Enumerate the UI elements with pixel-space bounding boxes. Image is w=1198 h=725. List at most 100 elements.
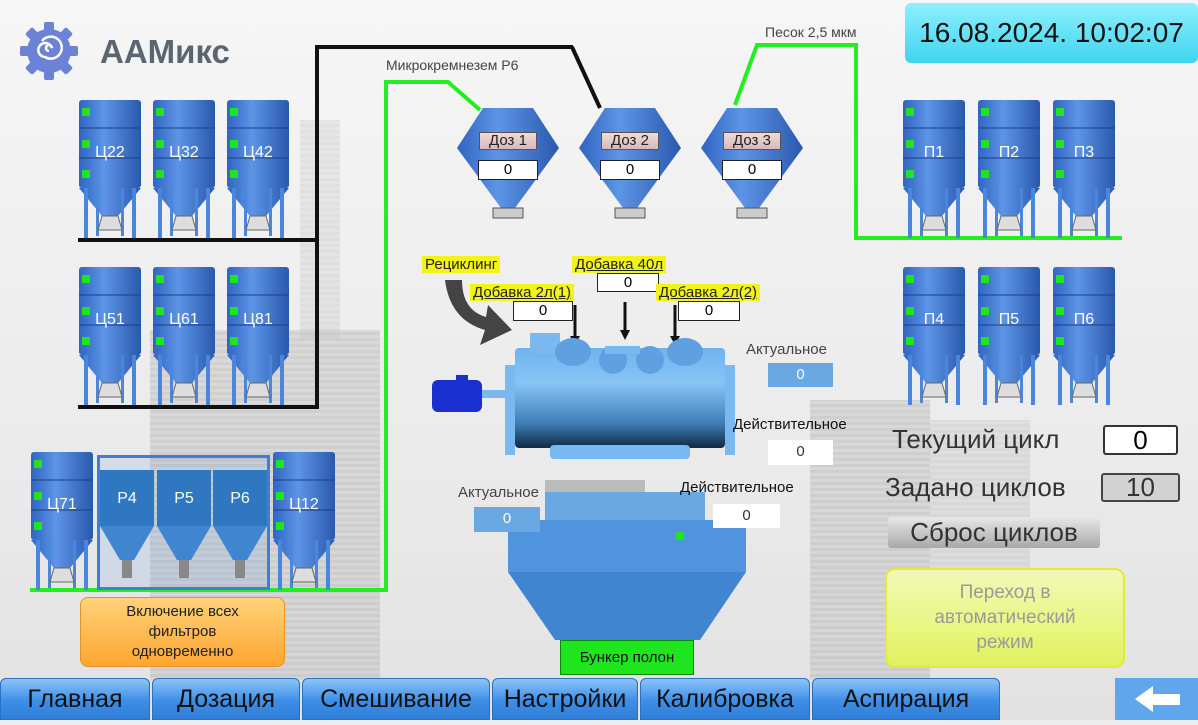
silo-r3-0[interactable]: Ц71 bbox=[30, 450, 94, 592]
level-indicator bbox=[156, 307, 164, 315]
level-indicator bbox=[230, 275, 238, 283]
level-indicator bbox=[1056, 108, 1064, 116]
filter-icon bbox=[213, 470, 267, 578]
silo-r2-0[interactable]: Ц51 bbox=[78, 265, 142, 407]
doser-value: 0 bbox=[600, 160, 660, 180]
silo-0[interactable]: Ц22 bbox=[78, 98, 142, 240]
set-cycles-label: Задано циклов bbox=[885, 472, 1066, 502]
level-indicator bbox=[230, 170, 238, 178]
nav-tab-0[interactable]: Главная bbox=[0, 678, 150, 720]
current-cycle-label: Текущий цикл bbox=[892, 424, 1060, 454]
doser-1[interactable]: Доз 1 0 bbox=[453, 108, 563, 223]
silo-p2-0[interactable]: П4 bbox=[902, 265, 966, 407]
additive-40-label[interactable]: Добавка 40л bbox=[572, 256, 667, 273]
background-crane bbox=[300, 120, 340, 340]
level-indicator bbox=[34, 522, 42, 530]
silo-icon bbox=[977, 98, 1041, 240]
level-indicator bbox=[906, 337, 914, 345]
auto-mode-button[interactable]: Переход в автоматический режим bbox=[885, 568, 1125, 668]
silo-p2-2[interactable]: П6 bbox=[1052, 265, 1116, 407]
silo-label: П1 bbox=[923, 144, 945, 161]
additive-2-1-label[interactable]: Добавка 2л(1) bbox=[470, 284, 575, 301]
mixer-actual-label: Актуальное bbox=[746, 341, 827, 358]
silo-icon bbox=[78, 265, 142, 407]
silo-label: Ц32 bbox=[169, 144, 199, 161]
level-indicator bbox=[82, 140, 90, 148]
enable-all-filters-button[interactable]: Включение всех фильтров одновременно bbox=[80, 597, 285, 667]
silo-label: Ц71 bbox=[47, 496, 77, 513]
bunker-real-value[interactable]: 0 bbox=[713, 504, 780, 528]
silo-p2[interactable]: П3 bbox=[1052, 98, 1116, 240]
set-cycles-input[interactable]: 10 bbox=[1101, 473, 1180, 502]
silo-p2-1[interactable]: П5 bbox=[977, 265, 1041, 407]
level-indicator bbox=[276, 492, 284, 500]
doser-label: Доз 1 bbox=[479, 132, 537, 150]
pipe-label-microsilica: Микрокремнезем Р6 bbox=[386, 57, 519, 73]
filter-label: Р5 bbox=[174, 490, 194, 507]
silo-platform bbox=[78, 405, 318, 409]
silo-label: П4 bbox=[923, 311, 945, 328]
recycling-label: Рециклинг bbox=[422, 256, 501, 273]
filter-0[interactable]: Р4 bbox=[100, 470, 154, 588]
level-indicator bbox=[1056, 275, 1064, 283]
doser-value: 0 bbox=[478, 160, 538, 180]
silo-r3-1[interactable]: Ц12 bbox=[272, 450, 336, 592]
level-indicator bbox=[230, 108, 238, 116]
gear-spiral-icon bbox=[20, 22, 78, 80]
silo-2[interactable]: Ц42 bbox=[226, 98, 290, 240]
silo-r2-2[interactable]: Ц81 bbox=[226, 265, 290, 407]
bunker-actual-label: Актуальное bbox=[458, 484, 539, 501]
nav-tab-3[interactable]: Настройки bbox=[492, 678, 638, 720]
silo-icon bbox=[226, 98, 290, 240]
silo-icon bbox=[1052, 265, 1116, 407]
level-indicator bbox=[981, 275, 989, 283]
silo-p0[interactable]: П1 bbox=[902, 98, 966, 240]
doser-label: Доз 3 bbox=[723, 132, 781, 150]
arrow-left-icon bbox=[1135, 686, 1180, 712]
level-indicator bbox=[82, 275, 90, 283]
filter-2[interactable]: Р6 bbox=[213, 470, 267, 588]
additive-2-2-value: 0 bbox=[678, 301, 740, 321]
doser-label: Доз 2 bbox=[601, 132, 659, 150]
nav-tab-4[interactable]: Калибровка bbox=[640, 678, 810, 720]
silo-p1[interactable]: П2 bbox=[977, 98, 1041, 240]
brand-name: ААМикс bbox=[100, 33, 230, 70]
doser-2[interactable]: Доз 2 0 bbox=[575, 108, 685, 223]
silo-label: Ц42 bbox=[243, 144, 273, 161]
silo-label: П3 bbox=[1073, 144, 1095, 161]
nav-tab-5[interactable]: Аспирация bbox=[812, 678, 1000, 720]
silo-1[interactable]: Ц32 bbox=[152, 98, 216, 240]
level-indicator bbox=[981, 307, 989, 315]
level-indicator bbox=[82, 307, 90, 315]
level-indicator bbox=[906, 275, 914, 283]
filter-icon bbox=[157, 470, 211, 578]
datetime-display: 16.08.2024. 10:02:07 bbox=[905, 3, 1198, 63]
level-indicator bbox=[82, 337, 90, 345]
silo-icon bbox=[977, 265, 1041, 407]
reset-cycles-button[interactable]: Сброс циклов bbox=[888, 517, 1100, 548]
mixer-real-value[interactable]: 0 bbox=[768, 440, 833, 465]
bunker-actual-value: 0 bbox=[474, 507, 540, 532]
level-indicator bbox=[230, 307, 238, 315]
nav-tab-1[interactable]: Дозация bbox=[152, 678, 300, 720]
silo-platform bbox=[78, 238, 318, 242]
level-indicator bbox=[906, 170, 914, 178]
additive-2-2-label[interactable]: Добавка 2л(2) bbox=[656, 284, 761, 301]
mixer-real-label: Действительное bbox=[733, 416, 847, 433]
silo-label: Ц81 bbox=[243, 311, 273, 328]
bunker-full-indicator: Бункер полон bbox=[560, 640, 694, 675]
silo-r2-1[interactable]: Ц61 bbox=[152, 265, 216, 407]
level-indicator bbox=[1056, 170, 1064, 178]
filter-1[interactable]: Р5 bbox=[157, 470, 211, 588]
silo-icon bbox=[272, 450, 336, 592]
mixer-actual-value: 0 bbox=[768, 363, 833, 387]
level-indicator bbox=[230, 337, 238, 345]
back-button[interactable] bbox=[1115, 678, 1198, 720]
level-indicator bbox=[1056, 140, 1064, 148]
filter-icon bbox=[100, 470, 154, 578]
background-building bbox=[930, 420, 1030, 580]
nav-tab-2[interactable]: Смешивание bbox=[302, 678, 490, 720]
silo-label: Ц51 bbox=[95, 311, 125, 328]
level-indicator bbox=[906, 108, 914, 116]
